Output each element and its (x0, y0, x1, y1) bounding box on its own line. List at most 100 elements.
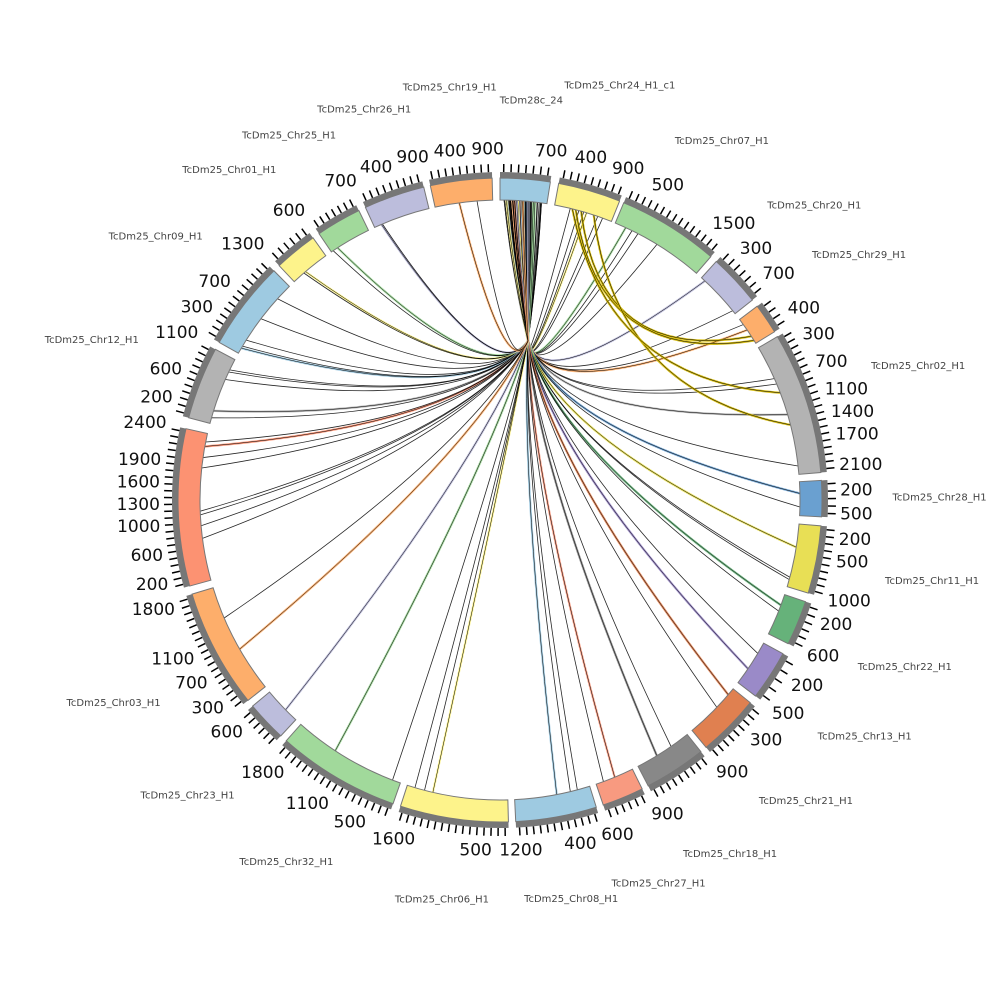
sector (313, 199, 370, 253)
tick-mark (823, 445, 832, 449)
tick-label: 200 (140, 388, 172, 408)
tick-mark (701, 758, 708, 766)
sector-band (767, 594, 807, 645)
tick-mark (313, 772, 320, 781)
tick-mark (700, 234, 707, 242)
tick-mark (197, 642, 206, 648)
sector-name: TcDm25_Chr24_H1_c1 (563, 81, 675, 92)
sector-name: TcDm25_Chr13_H1 (817, 731, 912, 742)
link (382, 200, 529, 353)
tick-mark (168, 441, 177, 445)
tick-mark (611, 183, 616, 192)
tick-mark (377, 805, 382, 814)
tick-mark (307, 768, 314, 777)
sector-name: TcDm25_Chr01_H1 (181, 165, 276, 176)
tick-mark (382, 184, 387, 193)
sector (398, 784, 509, 836)
tick-mark (319, 776, 326, 785)
tick-mark (653, 789, 659, 797)
sector-axis-band (821, 479, 828, 518)
tick-mark (785, 660, 794, 666)
tick-label: 1100 (155, 323, 198, 343)
tick-mark (255, 267, 263, 275)
sector (499, 164, 552, 205)
tick-label: 300 (740, 239, 772, 259)
tick-label: 600 (601, 825, 633, 845)
tick-mark (451, 167, 455, 176)
tick-mark (192, 364, 201, 369)
sector-name: TcDm25_Chr02_H1 (870, 361, 965, 372)
tick-mark (768, 306, 776, 313)
tick-mark (165, 530, 174, 533)
tick-mark (253, 722, 261, 730)
link-outline (593, 214, 791, 426)
sector-axis-band (500, 172, 552, 182)
tick-label: 1000 (828, 591, 871, 611)
tick-mark (197, 351, 206, 357)
sector-name: TcDm25_Chr28_H1 (892, 493, 987, 504)
tick-mark (524, 164, 528, 174)
tick-mark (689, 766, 696, 775)
tick-mark (728, 258, 735, 266)
sector (208, 262, 291, 354)
tick-mark (546, 167, 550, 176)
tick-mark (189, 370, 198, 375)
tick-mark (357, 797, 363, 805)
tick-mark (338, 787, 344, 796)
sector-axis-band (186, 594, 249, 705)
tick-mark (426, 820, 430, 829)
sector-axis-band (515, 807, 599, 828)
link-outline (575, 209, 755, 345)
tick-mark (168, 550, 177, 554)
sector-band (595, 768, 643, 806)
tick-mark (798, 635, 807, 640)
tick-mark (777, 320, 785, 326)
tick-mark (814, 590, 823, 595)
sector (243, 691, 297, 745)
tick-mark (802, 370, 811, 375)
tick-mark (590, 177, 595, 186)
tick-mark (711, 243, 718, 251)
tick-mark (437, 169, 441, 178)
tick-mark (825, 459, 834, 463)
link (201, 200, 529, 469)
sector-band (738, 305, 776, 344)
tick-mark (614, 806, 619, 815)
tick-label: 1800 (241, 763, 284, 783)
tick-mark (171, 428, 180, 432)
tick-mark (671, 213, 678, 222)
sector-axis-band (706, 702, 755, 752)
tick-label: 1600 (372, 830, 415, 850)
links-layer (200, 199, 801, 795)
tick-mark (790, 344, 799, 350)
tick-mark (787, 338, 796, 344)
tick-label: 700 (198, 272, 230, 292)
tick-mark (823, 549, 833, 553)
sector-name: TcDm25_Chr07_H1 (674, 136, 769, 147)
tick-mark (301, 228, 308, 236)
tick-mark (799, 363, 808, 369)
tick-label: 1100 (151, 649, 194, 669)
tick-label: 700 (175, 674, 207, 694)
tick-label: 1600 (117, 472, 160, 492)
tick-mark (344, 790, 350, 799)
tick-label: 2400 (123, 413, 166, 433)
tick-mark (805, 376, 814, 382)
sector-axis-band (362, 181, 424, 208)
link-outline (572, 208, 781, 394)
tick-mark (191, 630, 200, 636)
tick-mark (607, 809, 612, 818)
tick-mark (398, 812, 403, 821)
sector-name: TcDm25_Chr32_H1 (238, 857, 333, 868)
tick-mark (818, 417, 827, 422)
tick-mark (706, 238, 713, 246)
tick-mark (722, 253, 730, 261)
link-outline (335, 201, 534, 751)
sector-axis-band (788, 601, 812, 647)
tick-mark (194, 357, 203, 363)
sector-axis-band (275, 232, 314, 266)
tick-mark (419, 818, 423, 827)
tick-mark (351, 794, 356, 802)
tick-mark (825, 535, 834, 539)
